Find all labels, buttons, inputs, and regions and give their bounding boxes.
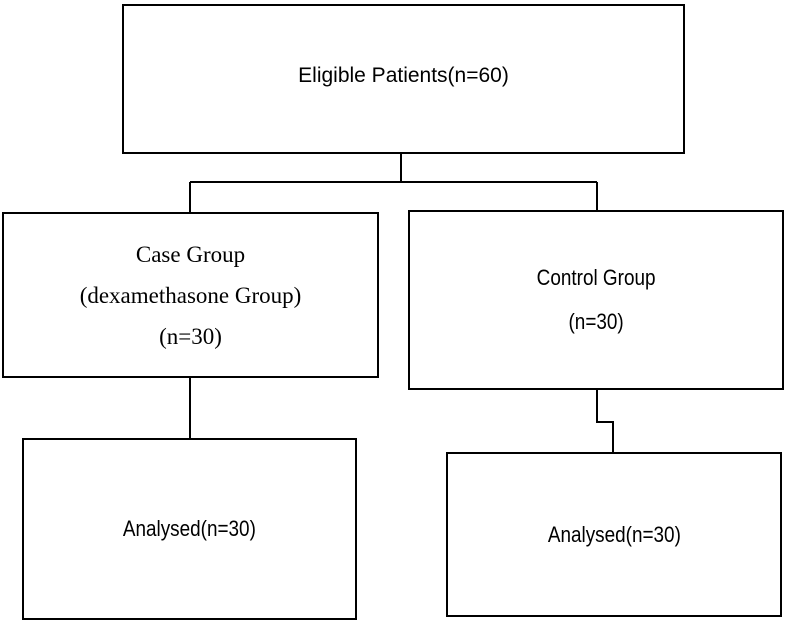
control-group-box: Control Group (n=30)	[408, 210, 784, 390]
eligible-patients-label: Eligible Patients(n=60)	[298, 64, 509, 87]
case-group-title: Case Group	[135, 241, 246, 267]
case-group-count: (n=30)	[159, 323, 222, 349]
control-group-title: Control Group	[536, 265, 656, 290]
control-group-count: (n=30)	[568, 309, 624, 334]
case-group-box: Case Group (dexamethasone Group) (n=30)	[2, 212, 379, 378]
analysed-right-label: Analysed(n=30)	[547, 521, 681, 547]
eligible-patients-box: Eligible Patients(n=60)	[122, 4, 685, 154]
analysed-left-box: Analysed(n=30)	[22, 438, 357, 620]
connector-control-analysed	[596, 390, 614, 452]
case-group-subtitle: (dexamethasone Group)	[79, 282, 302, 308]
analysed-right-box: Analysed(n=30)	[446, 452, 782, 617]
analysed-left-label: Analysed(n=30)	[122, 516, 257, 541]
